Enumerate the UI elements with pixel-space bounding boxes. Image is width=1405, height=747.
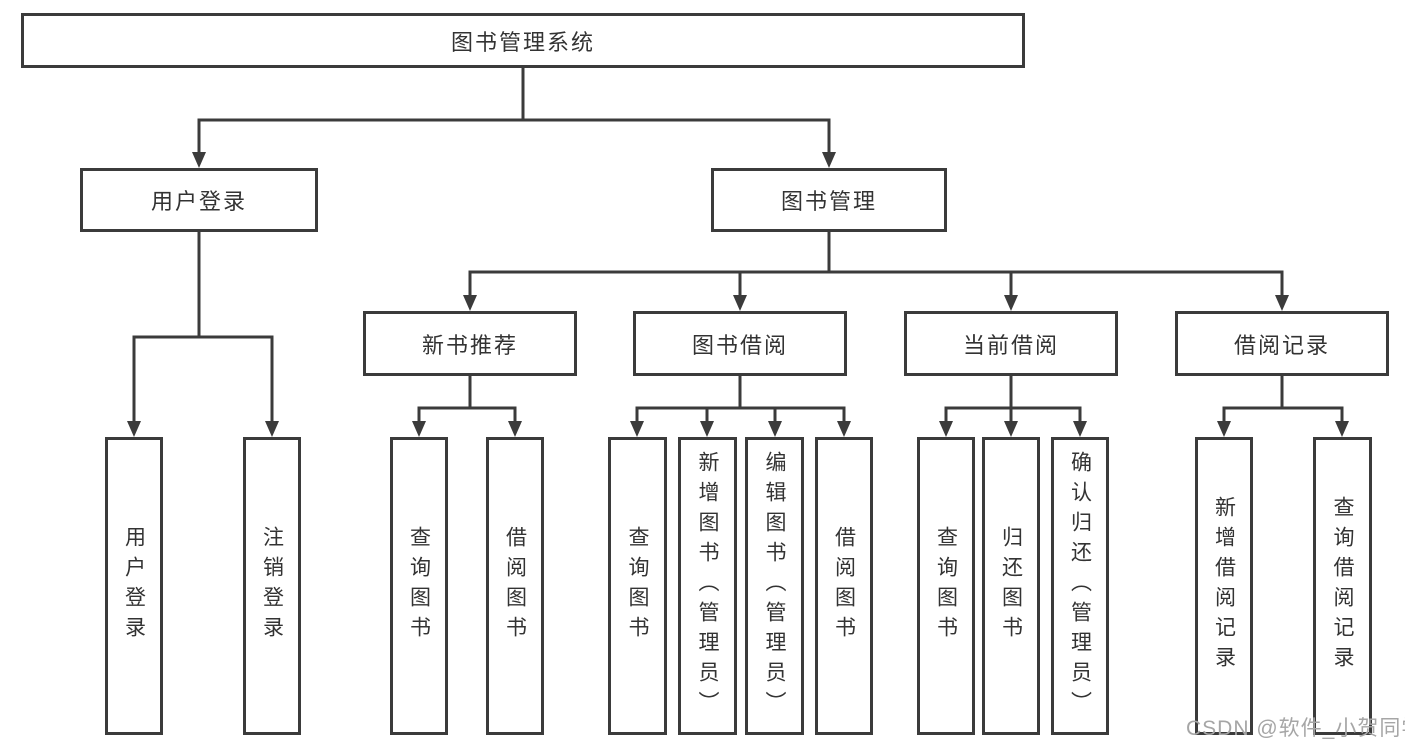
arrow-down-icon — [1004, 421, 1018, 437]
leaf-edit-books-admin: 编辑图书（管理员） — [745, 437, 804, 735]
arrow-down-icon — [1073, 421, 1087, 437]
arrow-down-icon — [1275, 295, 1289, 311]
leaf-return-books: 归还图书 — [982, 437, 1040, 735]
node-user-login: 用户登录 — [80, 168, 318, 232]
node-book-management: 图书管理 — [711, 168, 947, 232]
arrow-down-icon — [768, 421, 782, 437]
arrow-down-icon — [192, 152, 206, 168]
node-new-book-recommendation: 新书推荐 — [363, 311, 577, 376]
leaf-confirm-return-admin: 确认归还（管理员） — [1051, 437, 1109, 735]
connector-line — [132, 68, 1344, 424]
leaf-add-borrow-record: 新增借阅记录 — [1195, 437, 1253, 735]
arrow-down-icon — [508, 421, 522, 437]
arrow-down-icon — [630, 421, 644, 437]
arrow-down-icon — [463, 295, 477, 311]
node-borrowing-records: 借阅记录 — [1175, 311, 1389, 376]
leaf-query-books-current: 查询图书 — [917, 437, 975, 735]
arrow-down-icon — [700, 421, 714, 437]
arrow-down-icon — [837, 421, 851, 437]
leaf-user-login: 用户登录 — [105, 437, 163, 735]
node-current-borrowing: 当前借阅 — [904, 311, 1118, 376]
leaf-query-books-recommend: 查询图书 — [390, 437, 448, 735]
arrow-down-icon — [127, 421, 141, 437]
arrow-down-icon — [265, 421, 279, 437]
arrow-down-icon — [1004, 295, 1018, 311]
csdn-watermark: CSDN @软件_小贺同学 — [1186, 717, 1405, 740]
arrow-down-icon — [412, 421, 426, 437]
leaf-add-books-admin: 新增图书（管理员） — [678, 437, 737, 735]
arrow-down-icon — [822, 152, 836, 168]
node-library-management-system: 图书管理系统 — [21, 13, 1025, 68]
leaf-logout-login: 注销登录 — [243, 437, 301, 735]
node-book-borrowing: 图书借阅 — [633, 311, 847, 376]
arrow-down-icon — [1335, 421, 1349, 437]
arrow-down-icon — [1217, 421, 1231, 437]
leaf-borrow-books-borrowing: 借阅图书 — [815, 437, 873, 735]
leaf-query-borrow-record: 查询借阅记录 — [1313, 437, 1372, 735]
leaf-borrow-books-recommend: 借阅图书 — [486, 437, 544, 735]
arrow-down-icon — [939, 421, 953, 437]
arrow-down-icon — [733, 295, 747, 311]
leaf-query-books-borrowing: 查询图书 — [608, 437, 667, 735]
